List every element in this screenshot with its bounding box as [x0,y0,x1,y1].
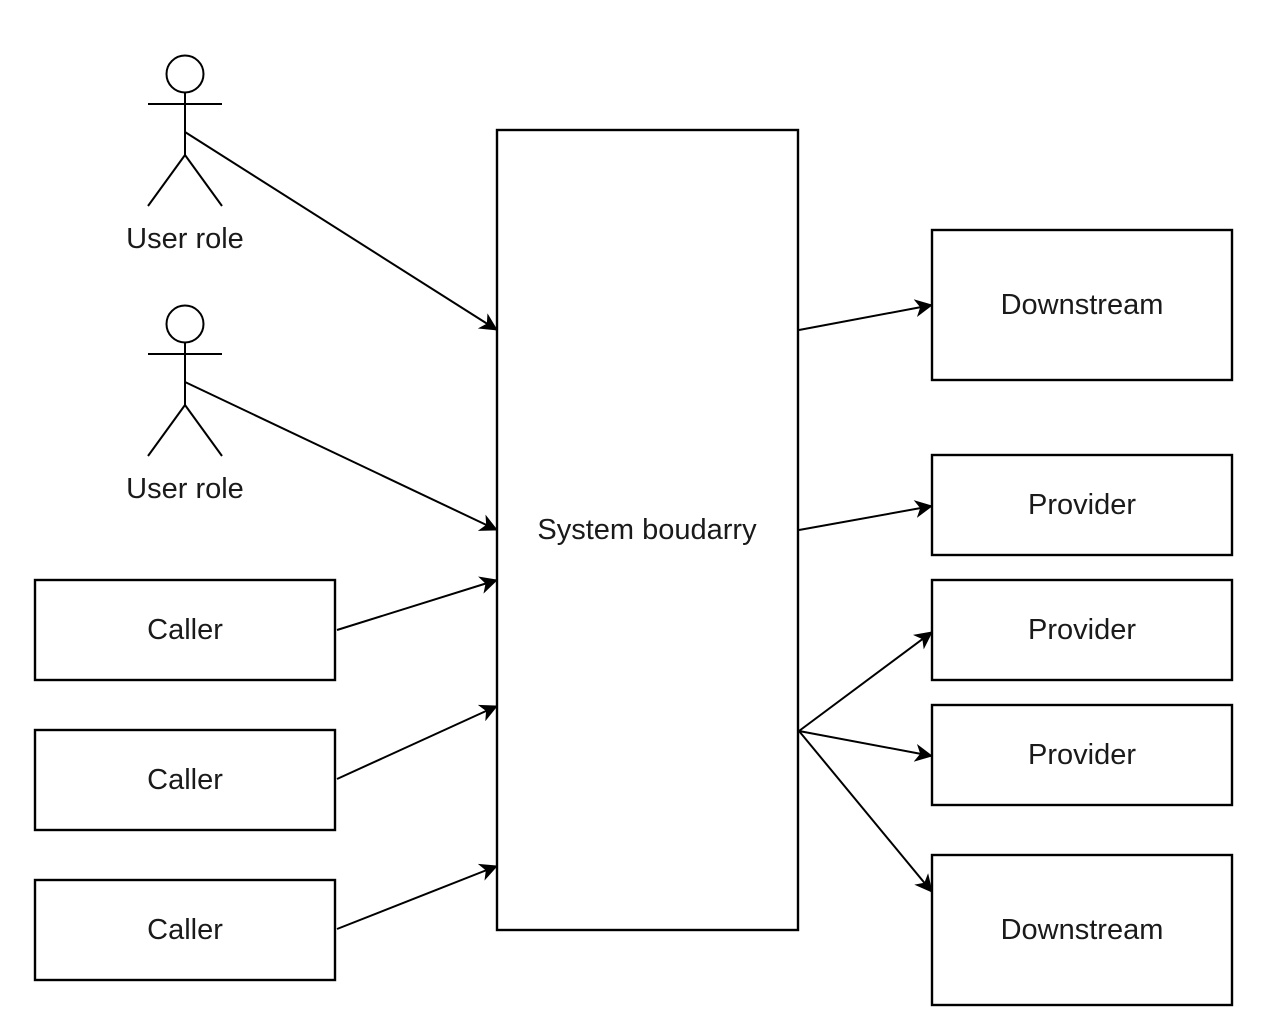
provider-label: Provider [1028,614,1136,646]
caller-label: Caller [147,614,223,646]
edge-system-to-target-2 [798,500,933,531]
edge-system-to-target-4 [798,730,933,762]
provider-node-2: Provider [930,578,1234,682]
downstream-label: Downstream [1001,914,1164,946]
system-boundary-label: System boudarry [537,514,757,546]
caller-box [33,578,337,682]
edge-caller-2-to-system [336,704,498,780]
edge-system-to-target-3 [798,631,933,732]
actor-right-leg [184,154,223,207]
provider-node-3: Provider [930,703,1234,807]
caller-node-2: Caller [33,728,337,832]
edge-caller-1-to-system [336,576,498,631]
actor-label: User role [126,223,244,255]
caller-box [33,728,337,832]
actor-right-leg [184,404,223,457]
provider-label: Provider [1028,489,1136,521]
edge-system-to-target-5 [798,730,933,893]
actor-label: User role [126,473,244,505]
actor-left-leg [147,154,186,207]
downstream-node-2: Downstream [930,853,1234,1007]
caller-label: Caller [147,914,223,946]
downstream-label: Downstream [1001,289,1164,321]
edge-actor-1-to-system [184,131,498,331]
user-role-actor-1: User role [126,54,244,255]
user-role-actor-2: User role [126,304,244,505]
system-boundary-box [495,128,800,932]
caller-label: Caller [147,764,223,796]
caller-box [33,878,337,982]
actor-head [165,304,205,344]
downstream-node-1: Downstream [930,228,1234,382]
caller-node-3: Caller [33,878,337,982]
downstream-box [930,228,1234,382]
edge-system-to-target-1 [798,299,933,331]
provider-node-1: Provider [930,453,1234,557]
provider-box [930,453,1234,557]
edges [184,131,933,930]
edge-caller-3-to-system [336,863,498,930]
system-boundary-node: System boudarry [495,128,800,932]
provider-box [930,703,1234,807]
actor-left-leg [147,404,186,457]
downstream-box [930,853,1234,1007]
actor-head [165,54,205,94]
provider-box [930,578,1234,682]
caller-node-1: Caller [33,578,337,682]
edge-actor-2-to-system [184,381,498,531]
provider-label: Provider [1028,739,1136,771]
